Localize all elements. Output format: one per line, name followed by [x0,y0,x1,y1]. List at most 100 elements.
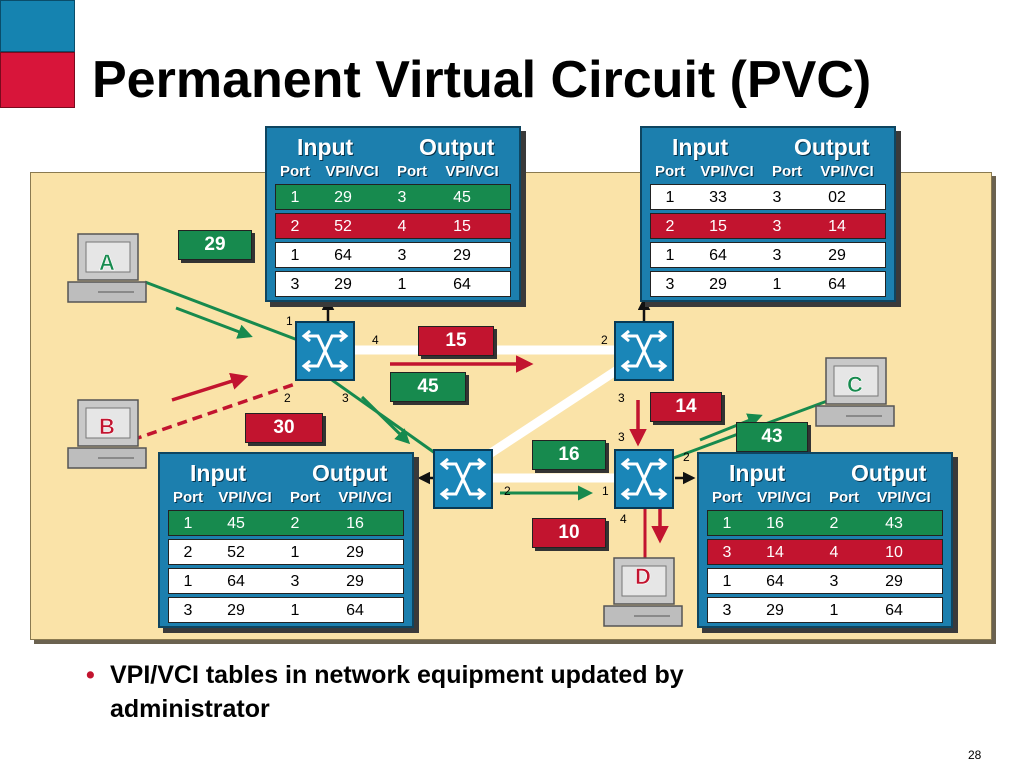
cell: 1 [183,573,193,590]
cell: 2 [829,515,839,532]
table-input-header: Input [729,460,786,486]
green-flow-arrows [175,306,763,501]
table-output-header: Output [419,134,495,160]
cell: 3 [397,189,407,206]
port-number: 3 [618,391,625,405]
port-number: 3 [618,430,625,444]
col-vpi-vci: VPI/VCI [338,489,392,506]
host-b-label: B [99,414,115,439]
col-vpi-vci: VPI/VCI [218,489,272,506]
vpi-table-switch-4: Input Output Port VPI/VCI Port VPI/VCI 1… [697,452,953,628]
port-number: 2 [284,391,291,405]
corner-block-blue [0,0,75,52]
cell: 1 [183,515,193,532]
col-port: Port [173,489,203,506]
cell: 4 [397,218,407,235]
switch-1 [295,321,355,381]
bullet-dot-icon: • [86,661,95,689]
port-number: 2 [601,333,608,347]
table-output-header: Output [312,460,388,486]
cell: 1 [665,189,675,206]
port-number: 1 [602,484,609,498]
vpi-label: 15 [418,326,494,356]
cell: 02 [828,189,846,206]
vpi-label: 30 [245,413,323,443]
corner-block-red [0,52,75,108]
cell: 1 [772,276,782,293]
cell: 16 [346,515,364,532]
col-port: Port [829,489,859,506]
cell: 14 [766,544,784,561]
vpi-label: 14 [650,392,722,422]
col-vpi-vci: VPI/VCI [877,489,931,506]
table-row: 1 16 2 43 [707,510,943,536]
switch-4 [614,449,674,509]
host-d [603,557,683,627]
cell: 1 [722,515,732,532]
host-a [67,233,147,303]
cell: 43 [885,515,903,532]
col-vpi-vci: VPI/VCI [325,163,379,180]
port-number: 2 [683,450,690,464]
cell: 64 [828,276,846,293]
cell: 3 [772,189,782,206]
cell: 29 [346,573,364,590]
cell: 14 [828,218,846,235]
col-vpi-vci: VPI/VCI [700,163,754,180]
cell: 29 [334,276,352,293]
cell: 64 [709,247,727,264]
port-number: 1 [286,314,293,328]
cell: 29 [346,544,364,561]
cell: 1 [290,189,300,206]
cell: 52 [227,544,245,561]
cell: 64 [885,602,903,619]
host-d-label: D [635,564,651,589]
access-links [131,280,831,560]
vpi-label: 29 [178,230,252,260]
col-port: Port [290,489,320,506]
vpi-label: 16 [532,440,606,470]
cell: 45 [227,515,245,532]
cell: 16 [766,515,784,532]
cell: 3 [397,247,407,264]
slide-title: Permanent Virtual Circuit (PVC) [92,51,872,109]
port-number: 2 [504,484,511,498]
host-a-label: A [99,250,115,275]
cell: 29 [453,247,471,264]
switch-2 [614,321,674,381]
cell: 2 [290,218,300,235]
cell: 1 [290,602,300,619]
cell: 64 [227,573,245,590]
port-number: 4 [372,333,379,347]
cell: 29 [334,189,352,206]
cell: 3 [665,276,675,293]
col-port: Port [280,163,310,180]
cell: 15 [709,218,727,235]
cell: 29 [227,602,245,619]
col-port: Port [712,489,742,506]
cell: 2 [183,544,193,561]
cell: 29 [766,602,784,619]
col-vpi-vci: VPI/VCI [445,163,499,180]
cell: 3 [290,573,300,590]
cell: 29 [885,573,903,590]
cell: 1 [722,573,732,590]
cell: 10 [885,544,903,561]
switch-3 [433,449,493,509]
vpi-table-switch-2: Input Output Port VPI/VCI Port VPI/VCI 1… [640,126,896,302]
cell: 3 [183,602,193,619]
cell: 15 [453,218,471,235]
vpi-label: 43 [736,422,808,452]
host-b [67,399,147,469]
